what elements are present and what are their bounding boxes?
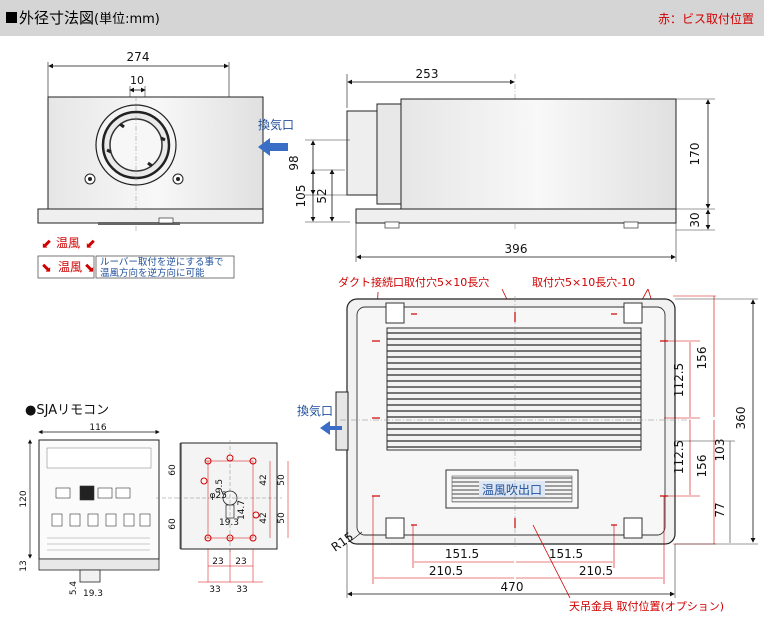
louver-note-2: 温風方向を逆方向に可能 [100, 267, 205, 279]
svg-text:⬋: ⬋ [41, 237, 52, 252]
remote-dim-193: 19.3 [83, 589, 103, 599]
side-length-dim: 396 [505, 242, 528, 256]
intake-grille [386, 327, 642, 451]
plan-dim-2105-right: 210.5 [579, 564, 613, 578]
remote-wall-box [180, 442, 278, 550]
box-dim-193: 19.3 [219, 518, 239, 528]
remote-heading: ●SJAリモコン [25, 403, 109, 418]
front-view: 274 10 ⬋ 温風 ⬋ ⬊ 温風 ⬊ ルーバー取付を逆にする事で 温風方向を… [37, 50, 264, 279]
side-dim-30: 30 [688, 212, 702, 227]
warm-air-label-1: 温風 [56, 236, 80, 250]
plan-dim-470: 470 [501, 580, 524, 594]
side-dim-52: 52 [315, 188, 329, 203]
mount-hole-label: 取付穴5×10長穴-10 [532, 275, 635, 289]
side-view: 253 換気口 98 105 52 170 30 396 [258, 67, 715, 262]
vent-arrow-icon [258, 138, 288, 156]
box-dim-60b: 60 [168, 518, 178, 530]
plan-dim-156-lower: 156 [695, 455, 709, 478]
side-dim-98: 98 [287, 155, 301, 170]
header-bar: 外径寸法図(単位:mm) 赤：ビス取付位置 [0, 0, 764, 36]
box-dim-95: 9.5 [215, 479, 225, 493]
box-dim-60a: 60 [168, 464, 178, 476]
svg-text:⬋: ⬋ [85, 237, 96, 252]
svg-text:⬊: ⬊ [84, 261, 95, 276]
remote-dim-54: 5.4 [69, 581, 79, 596]
hanger-label: 天吊金具 取付位置(オプション) [569, 599, 724, 613]
box-dim-50a: 50 [277, 474, 287, 486]
plan-dim-1515-right: 151.5 [549, 547, 583, 561]
side-depth-dim: 253 [416, 67, 439, 81]
screw-position-note: 赤：ビス取付位置 [657, 12, 754, 26]
side-bottom-panel [355, 208, 677, 224]
plan-dim-1125-lower: 112.5 [672, 440, 686, 474]
box-dim-33a: 33 [209, 585, 220, 595]
outlet-label: 温風吹出口 [482, 483, 542, 497]
remote-height-dim: 120 [19, 490, 29, 507]
box-dim-33b: 33 [236, 585, 247, 595]
box-dim-23b: 23 [235, 557, 246, 567]
box-dim-phi25: φ25 [210, 491, 227, 501]
svg-text:⬊: ⬊ [41, 261, 52, 276]
plan-dim-103: 103 [713, 439, 727, 462]
box-dim-42b: 42 [259, 512, 269, 523]
dimension-drawing: 274 10 ⬋ 温風 ⬋ ⬊ 温風 ⬊ ルーバー取付を逆にする事で 温風方向を… [19, 50, 758, 613]
plan-dim-1125-upper: 112.5 [672, 363, 686, 397]
plan-view: ダクト接続口取付穴5×10長穴 取付穴5×10長穴-10 温風吹出口 [297, 275, 758, 613]
front-louver-panel [37, 208, 264, 224]
center-offset-dim: 10 [130, 74, 144, 87]
remote-width-dim: 116 [89, 423, 106, 433]
box-dim-50b: 50 [277, 512, 287, 524]
side-dim-105: 105 [294, 185, 308, 208]
drawing-title: 外径寸法図(単位:mm) [6, 7, 160, 28]
plan-dim-1515-left: 151.5 [445, 547, 479, 561]
box-dim-42a: 42 [259, 474, 269, 485]
warm-air-label-2: 温風 [58, 260, 82, 274]
plan-dim-2105-left: 210.5 [429, 564, 463, 578]
box-dim-23a: 23 [212, 557, 223, 567]
remote-controller: ●SJAリモコン 116 120 13 5.4 19.3 [19, 403, 289, 599]
plan-dim-77: 77 [713, 502, 727, 517]
plan-dim-360: 360 [734, 407, 748, 430]
side-vent-label: 換気口 [258, 117, 294, 132]
front-width-dim: 274 [127, 50, 150, 64]
side-duct-stub [346, 110, 378, 196]
side-body [400, 98, 677, 210]
side-dim-170: 170 [688, 143, 702, 166]
duct-hole-label: ダクト接続口取付穴5×10長穴 [338, 275, 489, 289]
louver-note-1: ルーバー取付を逆にする事で [100, 256, 224, 268]
box-dim-147: 14.7 [237, 500, 247, 520]
remote-depth-dim: 13 [19, 560, 29, 571]
plan-dim-156-upper: 156 [695, 347, 709, 370]
plan-vent-label: 換気口 [297, 403, 333, 418]
plan-vent-arrow-icon [320, 421, 342, 435]
